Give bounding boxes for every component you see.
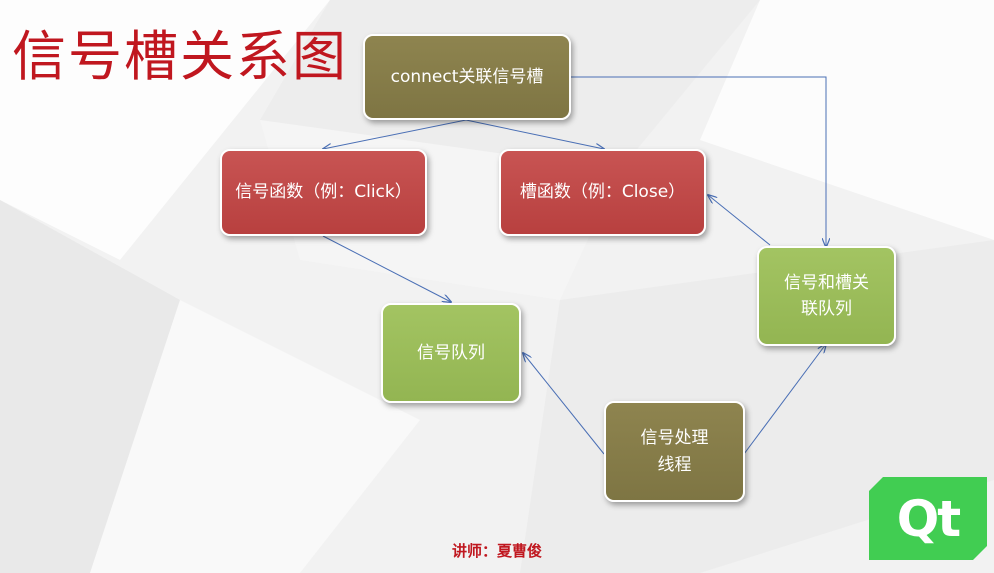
node-association-queue-line2: 联队列: [801, 299, 852, 319]
node-signal-thread-line1: 信号处理: [640, 428, 709, 449]
node-association-queue-line1: 信号和槽关: [784, 272, 869, 293]
node-signal-thread: 信号处理 线程: [604, 401, 745, 502]
slide-footer-lecturer: 讲师：夏曹俊: [451, 542, 542, 560]
node-slot-function-label: 槽函数（例：Close）: [519, 182, 686, 203]
slide-title: 信号槽关系图: [12, 25, 348, 88]
node-signal-function: 信号函数（例：Click）: [220, 149, 427, 236]
qt-logo: Qt: [869, 477, 987, 560]
node-slot-function: 槽函数（例：Close）: [499, 149, 706, 236]
node-signal-function-label: 信号函数（例：Click）: [235, 182, 412, 203]
qt-logo-text: Qt: [896, 489, 961, 548]
node-connect-label: connect关联信号槽: [390, 66, 544, 87]
node-signal-queue-label: 信号队列: [417, 342, 485, 363]
node-signal-thread-line2: 线程: [657, 454, 692, 475]
node-signal-queue: 信号队列: [381, 303, 521, 403]
node-connect: connect关联信号槽: [363, 34, 571, 120]
node-association-queue: 信号和槽关 联队列: [757, 246, 896, 346]
